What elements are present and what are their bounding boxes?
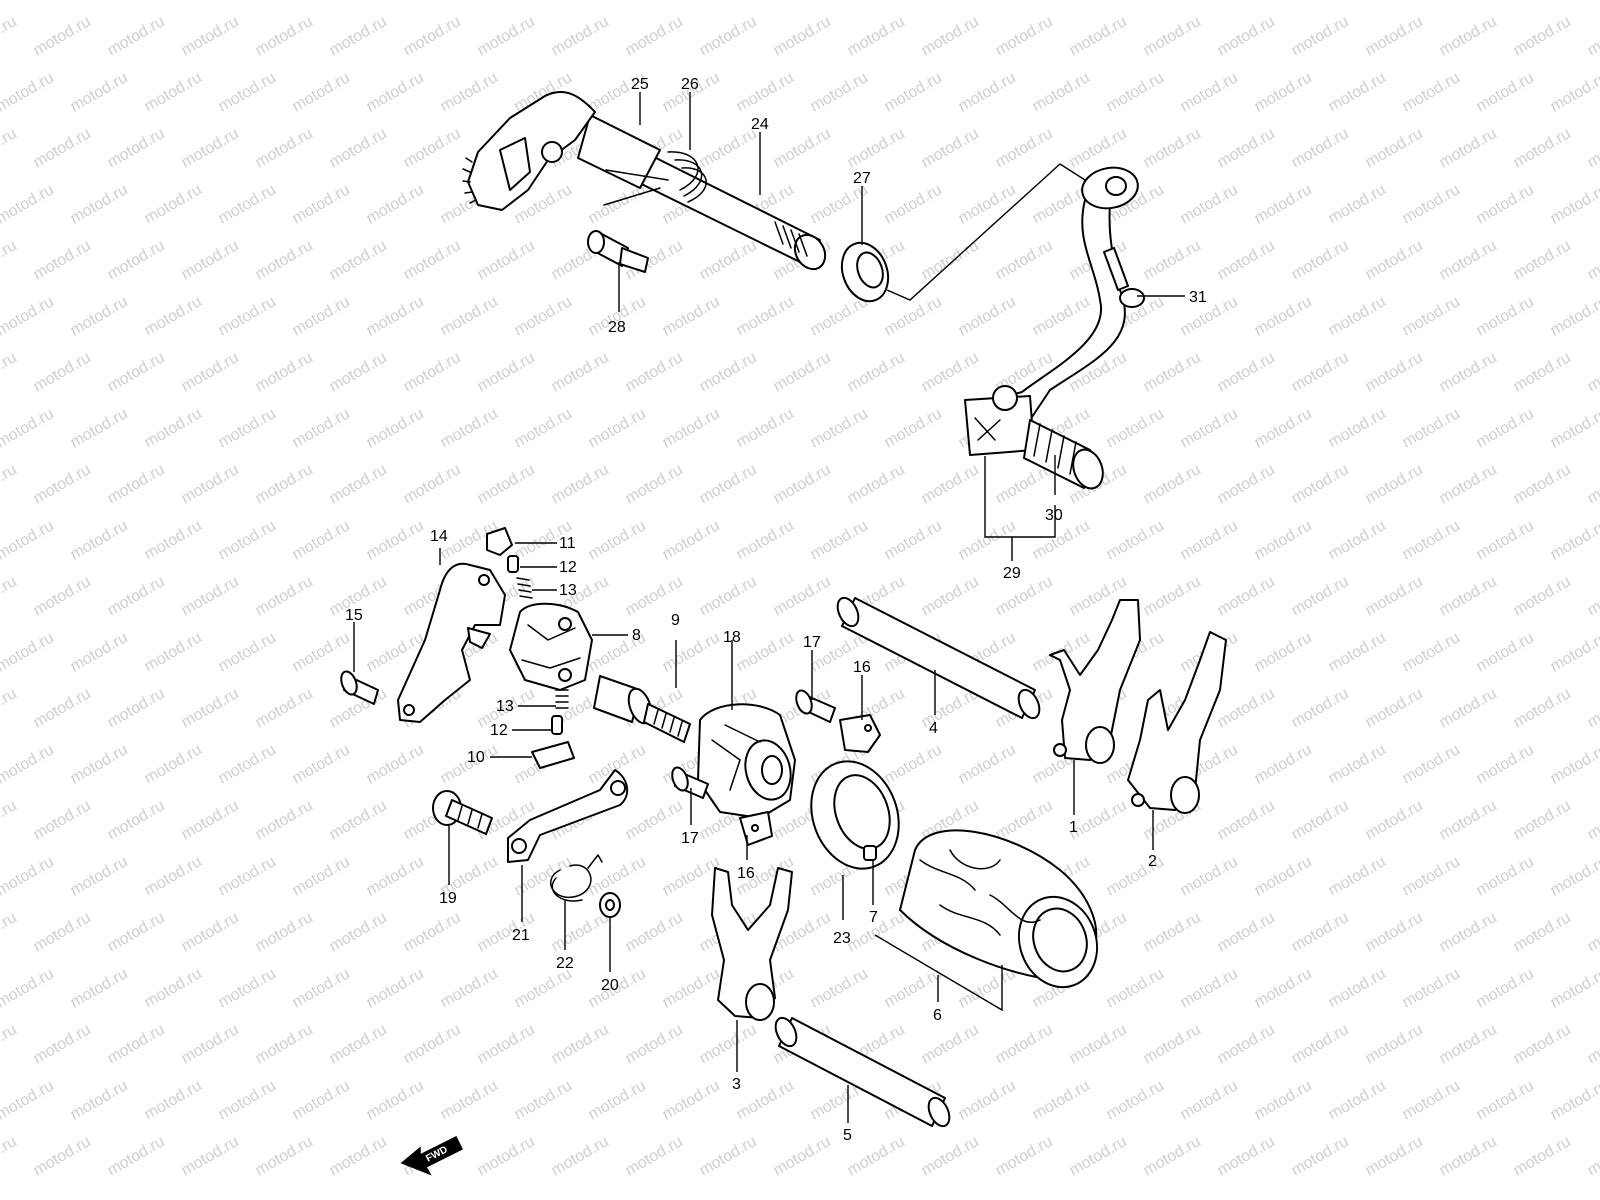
shift-cam-stopper-group	[340, 527, 691, 769]
callout-1: 1	[1069, 819, 1078, 836]
callout-26: 26	[681, 76, 699, 93]
fwd-arrow: FWD	[400, 1135, 464, 1176]
callout-25: 25	[631, 76, 649, 93]
callout-23: 23	[833, 930, 851, 947]
callout-9: 9	[671, 612, 680, 629]
callout-11: 11	[559, 535, 576, 552]
callout-20: 20	[601, 977, 619, 994]
callout-13-top: 13	[559, 582, 577, 599]
callout-3: 3	[732, 1076, 741, 1093]
fork-shafts	[774, 596, 1041, 1128]
callout-10: 10	[467, 749, 485, 766]
shift-cam-18	[671, 689, 881, 846]
callout-16-top: 16	[853, 659, 871, 676]
callout-28: 28	[608, 319, 626, 336]
callout-13-bottom: 13	[496, 698, 514, 715]
callout-15: 15	[345, 607, 363, 624]
callout-14: 14	[430, 528, 448, 545]
shift-arm-parts	[432, 769, 629, 918]
callout-4: 4	[929, 720, 938, 737]
callout-16-bottom: 16	[737, 865, 755, 882]
callout-12-top: 12	[559, 559, 577, 576]
shift-forks	[711, 599, 1227, 1021]
gearshift-lever-assembly	[886, 163, 1145, 490]
callout-27: 27	[853, 170, 871, 187]
callout-31: 31	[1189, 289, 1207, 306]
callout-29: 29	[1003, 565, 1021, 582]
callout-17-top: 17	[803, 634, 821, 651]
callout-7: 7	[869, 909, 878, 926]
callout-30: 30	[1045, 507, 1063, 524]
callout-6: 6	[933, 1007, 942, 1024]
callout-22: 22	[556, 955, 574, 972]
callout-8: 8	[632, 627, 641, 644]
callout-24: 24	[751, 116, 769, 133]
callout-19: 19	[439, 890, 457, 907]
callout-21: 21	[512, 927, 530, 944]
callout-18: 18	[723, 629, 741, 646]
callout-2: 2	[1148, 853, 1157, 870]
callout-12-bottom: 12	[490, 722, 508, 739]
callout-numbers: 25 26 24 27 28 31 30 29 11 12 13 8 9 18 …	[345, 76, 1207, 1144]
leader-lines	[353, 92, 1185, 1123]
callout-17-bottom: 17	[681, 830, 699, 847]
shift-drum-6	[810, 760, 1099, 989]
gearshift-shaft-assembly	[462, 91, 890, 303]
callout-5: 5	[843, 1127, 852, 1144]
